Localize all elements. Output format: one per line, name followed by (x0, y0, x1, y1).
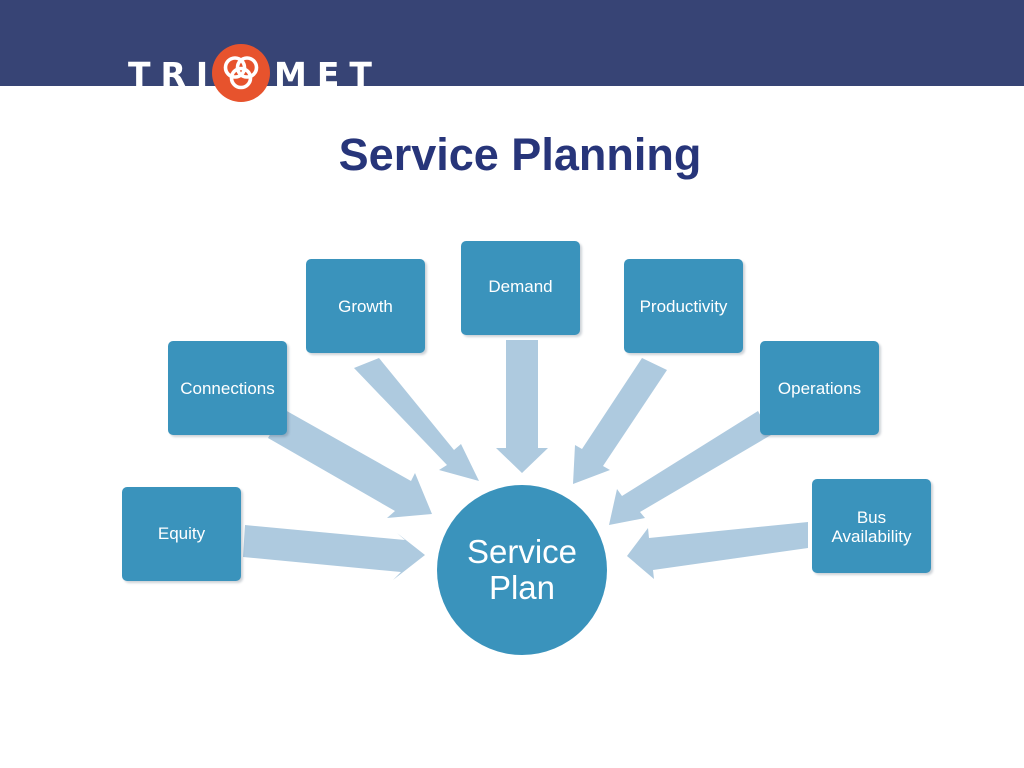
node-operations: Operations (760, 341, 879, 435)
node-label: Demand (488, 277, 553, 296)
arrow-equity (243, 525, 425, 580)
center-label: Service Plan (466, 533, 578, 606)
node-demand: Demand (461, 241, 580, 335)
node-label: Operations (777, 378, 862, 398)
logo-text-right: MET (274, 55, 382, 94)
trimet-swirl-icon (212, 44, 270, 102)
header-band (0, 0, 1024, 86)
node-productivity: Productivity (624, 259, 743, 353)
trimet-logo: TRI MET (128, 44, 378, 104)
node-bus-availability: Bus Availability (812, 479, 931, 573)
node-label: Bus Availability (831, 508, 912, 546)
node-label: Connections (180, 378, 275, 398)
arrow-connections (268, 410, 432, 518)
node-label: Growth (338, 296, 393, 316)
arrow-productivity (573, 358, 667, 484)
arrow-operations (609, 411, 771, 525)
node-label: Equity (157, 524, 206, 543)
arrow-growth (354, 358, 479, 481)
page-title: Service Planning (338, 129, 702, 180)
node-equity: Equity (122, 487, 241, 581)
node-growth: Growth (306, 259, 425, 353)
arrow-demand (496, 340, 548, 473)
center-service-plan: Service Plan (437, 485, 607, 655)
node-connections: Connections (168, 341, 287, 435)
logo-text-left: TRI (128, 55, 219, 94)
node-label: Productivity (639, 296, 728, 316)
arrow-bus-availability (627, 522, 808, 579)
